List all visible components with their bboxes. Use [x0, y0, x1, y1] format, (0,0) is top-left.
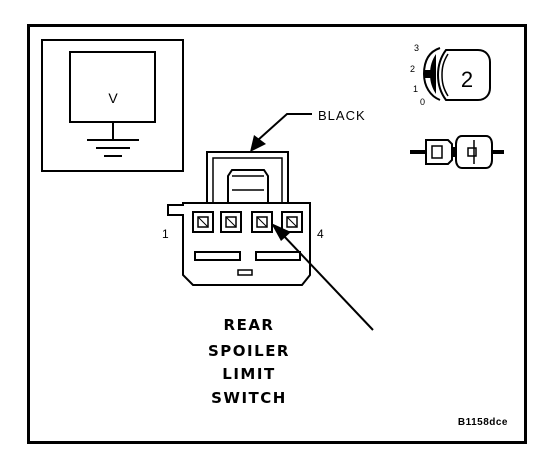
caption-leader-line [281, 233, 374, 331]
view-icon: 3 2 1 0 2 [410, 43, 491, 107]
view-mark-1: 1 [413, 84, 418, 94]
polarity-notch [237, 269, 253, 276]
title-line-2: SPOILER [208, 342, 290, 360]
title-line-1: REAR [224, 316, 275, 334]
title-line-4: SWITCH [211, 389, 287, 407]
component-title: REAR SPOILER LIMIT SWITCH [208, 316, 290, 407]
view-dial-cap [436, 49, 491, 101]
keying-slot-right [255, 251, 301, 261]
wire-color-label: BLACK [318, 108, 366, 123]
connector: 1 4 [162, 151, 324, 286]
caption-leader [271, 223, 374, 331]
view-mark-3: 3 [414, 43, 419, 53]
meter-outer-box [41, 39, 184, 172]
view-mark-0: 0 [420, 97, 425, 107]
meter-symbol: V [108, 90, 118, 106]
pin-cavity-2 [220, 211, 242, 233]
diagram-frame [27, 24, 527, 444]
connector-latch-inner [212, 157, 283, 203]
wire-callout: BLACK [250, 108, 366, 152]
connector-body [167, 202, 311, 286]
wire-leader-line [257, 113, 312, 141]
caption-leader-arrowhead [271, 223, 291, 241]
view-mark-2: 2 [410, 64, 415, 74]
female-socket [467, 147, 477, 157]
pin-label-4: 4 [317, 227, 324, 241]
pin-cavity-4 [281, 211, 303, 233]
voltmeter-symbol: V [41, 39, 184, 172]
wire-leader-arrowhead [250, 135, 266, 152]
meter-face [69, 51, 156, 123]
male-connector-half [425, 139, 453, 165]
title-line-3: LIMIT [222, 365, 275, 383]
view-dial-cap-rim [441, 53, 449, 97]
view-dial-pointer [424, 70, 434, 78]
pin-cavity-1 [192, 211, 214, 233]
male-pin [431, 145, 443, 159]
figure-id: B1158dce [458, 417, 508, 428]
connector-latch-tab [227, 169, 269, 203]
pin-cavity-3 [251, 211, 273, 233]
connector-latch-outer [206, 151, 289, 203]
view-selected-number: 2 [461, 67, 473, 92]
pin-label-1: 1 [162, 227, 169, 241]
mating-connectors-icon [410, 135, 504, 169]
keying-slot-left [194, 251, 241, 261]
